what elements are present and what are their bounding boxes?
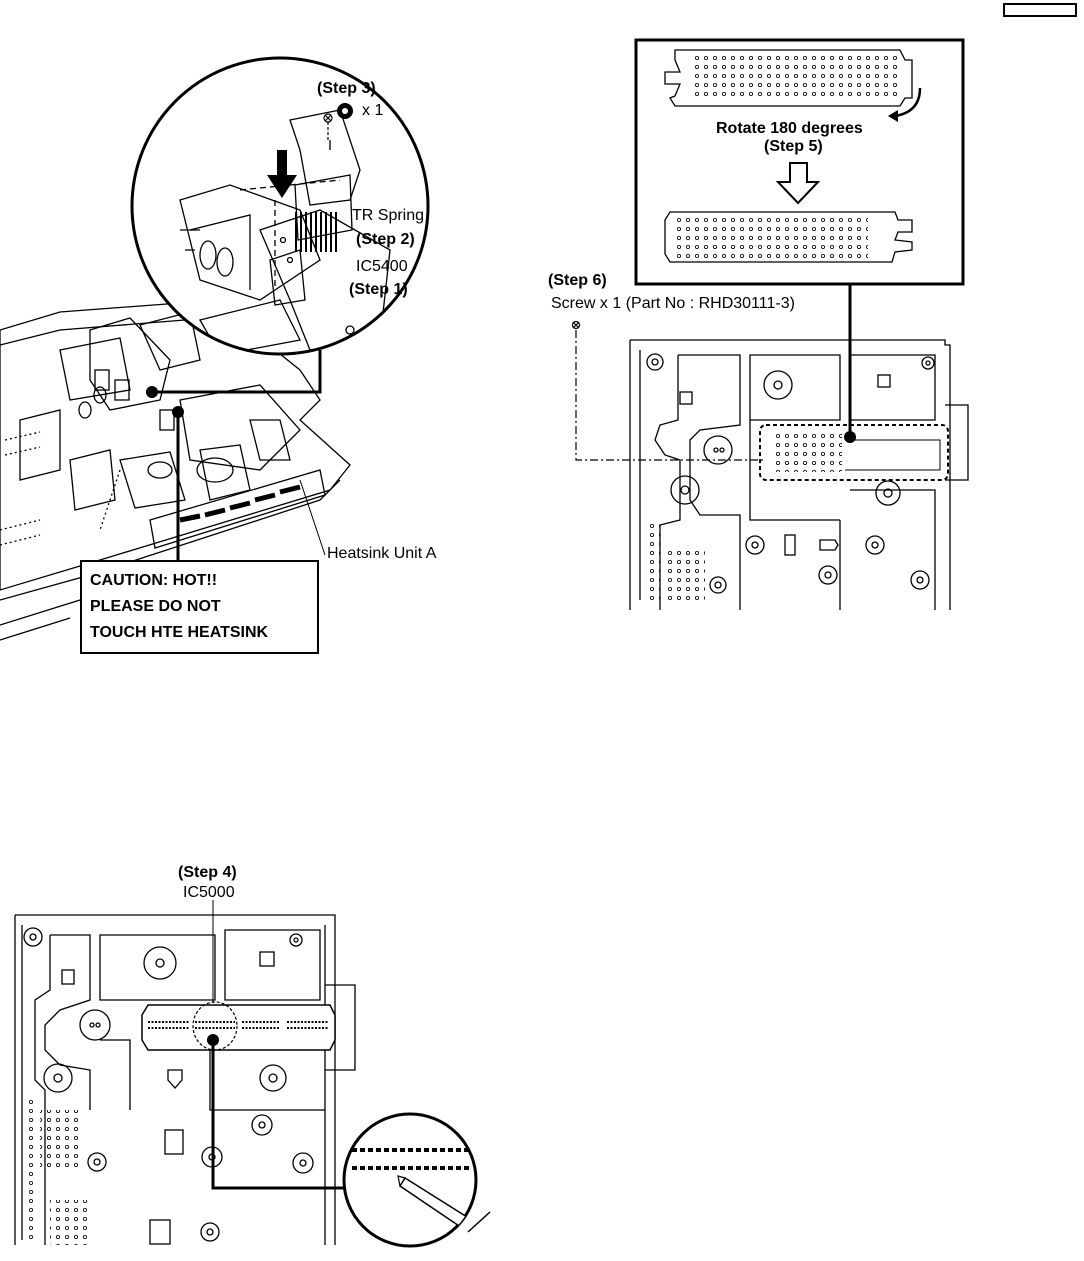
caution-line-3: TOUCH HTE HEATSINK [90,624,269,641]
magnifier-leader [152,350,322,394]
ic5000-label: IC5000 [183,884,235,901]
step5-label: (Step 5) [764,138,823,155]
step6-label: (Step 6) [548,272,607,289]
heatsink-plate-bottom [664,211,913,263]
tr-spring-label: TR Spring [352,207,425,224]
step3-label: (Step 3) [317,80,376,97]
heatsink-leader [299,479,326,556]
open-down-arrow-icon [775,162,821,205]
step3-qty: x 1 [362,102,384,119]
washer-icon [337,103,353,119]
screw-icon-step6 [571,320,765,461]
rotate-arrow-icon [894,87,922,118]
magnifier-circle [130,56,430,356]
zoom-leader [211,1040,346,1190]
caution-box: CAUTION: HOT!! PLEASE DO NOT TOUCH HTE H… [80,560,319,654]
magnifier-detail [179,109,391,354]
down-arrow-icon [267,150,297,198]
zoom-circle [342,1112,478,1248]
page-corner-box [1003,3,1077,17]
rotate-label: Rotate 180 degrees [716,120,863,137]
step2-label: (Step 2) [356,231,415,248]
ic5000-strip [141,1004,336,1051]
step6-screw-label: Screw x 1 (Part No : RHD30111-3) [551,295,795,312]
ic5000-highlight [192,1001,238,1051]
step4-label: (Step 4) [178,864,237,881]
step1-label: (Step 1) [349,281,408,298]
caution-line-2: PLEASE DO NOT [90,598,221,615]
pcb-plan-right [629,339,969,610]
pcb-plan-bottom [14,914,356,1245]
ic5400-label: IC5400 [356,258,408,275]
caution-line-1: CAUTION: HOT!! [90,572,218,589]
screw-icon [323,113,333,140]
heatsink-unit-label: Heatsink Unit A [327,545,437,562]
heatsink-plate-top [664,49,913,107]
